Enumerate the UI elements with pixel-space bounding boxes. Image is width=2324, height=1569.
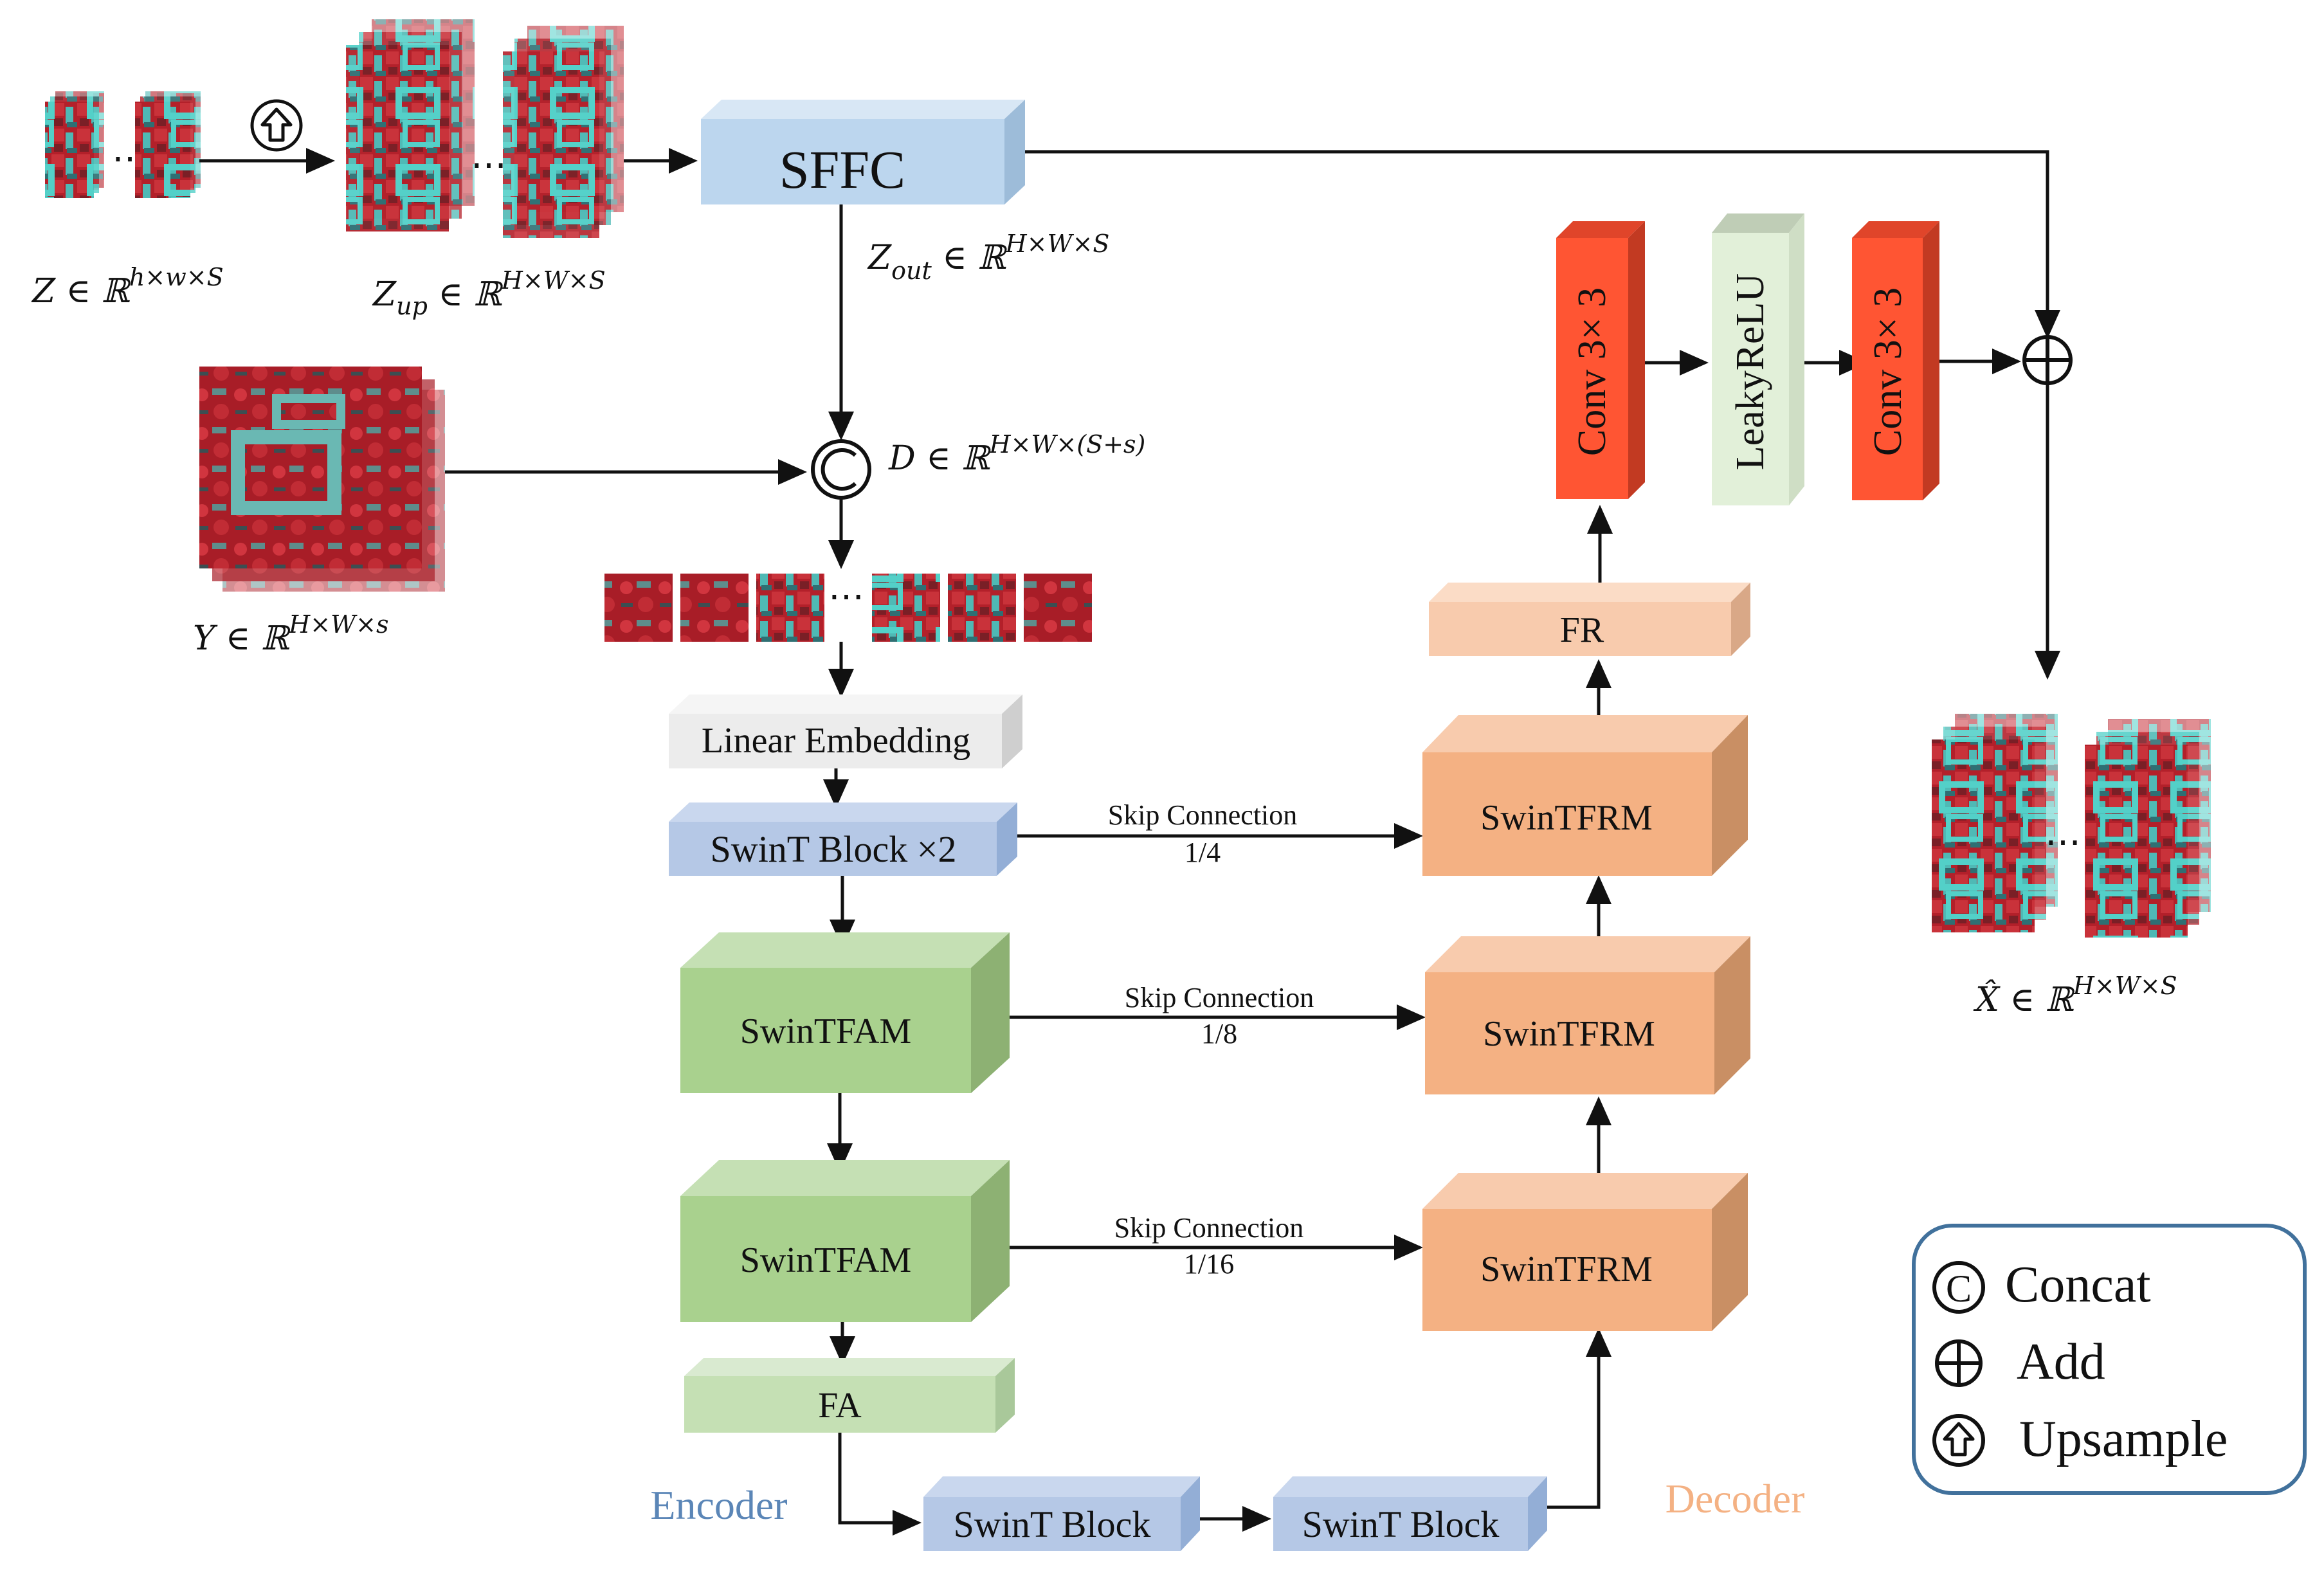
sffc-label: SFFC [779, 140, 905, 200]
conv-1-block [1556, 221, 1645, 499]
d-label: D ∈ ℝH×W×(S+s) [888, 430, 1145, 478]
legend-upsample-icon [1932, 1414, 1985, 1467]
fa-block [684, 1358, 1015, 1433]
swintfam-2-label: SwinTFAM [740, 1240, 912, 1280]
legend-add-icon [1935, 1339, 1983, 1387]
add-icon [2022, 335, 2073, 385]
z-input-stack-1 [45, 91, 104, 198]
conv-1-label: Conv 3× 3 [1570, 287, 1614, 456]
swintfrm-3-label: SwinTFRM [1480, 1249, 1653, 1289]
conv-2-block [1852, 221, 1939, 500]
conv-2-label: Conv 3× 3 [1866, 287, 1910, 456]
swint-block-x2-label: SwinT Block ×2 [711, 828, 957, 870]
z-label: Z ∈ ℝh×w×S [31, 263, 224, 311]
patch-dots: ⋯ [828, 577, 864, 617]
legend-box [1912, 1224, 2307, 1495]
legend-add-label: Add [2017, 1334, 2105, 1390]
output-stack-2 [2085, 719, 2211, 938]
zup-stack-2 [503, 26, 624, 238]
legend-concat-label: Concat [2005, 1256, 2151, 1313]
fa-label: FA [818, 1386, 862, 1426]
upsample-icon [250, 99, 303, 152]
swint-block-x2 [669, 803, 1017, 876]
swintfam-1-label: SwinTFAM [740, 1011, 912, 1051]
skip-connection-2-ratio: 1/8 [1201, 1018, 1237, 1049]
linear-embedding-block [669, 694, 1022, 768]
skip-connection-1-label: Skip Connection [1108, 799, 1298, 831]
skip-connection-1-ratio: 1/4 [1185, 837, 1221, 868]
fa-to-swint1-arrow [838, 1433, 921, 1536]
sffc-block [701, 100, 1025, 204]
fr-block [1429, 583, 1750, 656]
linear-embedding-label: Linear Embedding [702, 721, 970, 761]
zup-dots: ⋯ [471, 145, 507, 185]
decoder-label: Decoder [1666, 1476, 1805, 1521]
legend-concat-icon: C [1932, 1261, 1985, 1314]
skip-connection-3-ratio: 1/16 [1184, 1248, 1234, 1280]
leaky-relu-label: LeakyReLU [1729, 273, 1772, 470]
patch-row [604, 574, 1092, 642]
sffc-to-add-line [1025, 150, 2060, 339]
swintfrm-1-block [1422, 715, 1748, 876]
swint-block-2-label: SwinT Block [1302, 1503, 1500, 1545]
swint-block-1-label: SwinT Block [954, 1503, 1151, 1545]
skip-connection-2-label: Skip Connection [1125, 982, 1314, 1013]
leaky-relu-block [1712, 213, 1804, 505]
swintfrm-1-label: SwinTFRM [1480, 798, 1653, 838]
zup-label: Zup ∈ ℝH×W×S [372, 266, 606, 320]
output-dots: ⋯ [2045, 822, 2081, 862]
zup-stack-1 [346, 19, 475, 231]
swintfrm-2-label: SwinTFRM [1483, 1014, 1655, 1054]
swint-block-2 [1273, 1476, 1547, 1551]
y-input-image [199, 367, 445, 592]
zout-label: Zout ∈ ℝH×W×S [867, 230, 1109, 285]
svg-text:C: C [1946, 1267, 1972, 1310]
swintfrm-3-block [1422, 1173, 1748, 1331]
swint-block-1 [923, 1476, 1200, 1551]
encoder-label: Encoder [650, 1482, 787, 1528]
concat-icon [811, 439, 871, 500]
fr-label: FR [1560, 610, 1604, 650]
swintfrm-2-block [1425, 936, 1750, 1094]
swint2-to-swintfrm3-arrow [1547, 1328, 1611, 1509]
skip-connection-3-label: Skip Connection [1114, 1212, 1304, 1244]
xhat-label: X̂ ∈ ℝH×W×S [1973, 972, 2177, 1019]
swintfam-2-block [680, 1160, 1010, 1322]
z-input-stack-2 [135, 91, 201, 198]
output-stack-1 [1932, 714, 2058, 932]
swintfam-1-block [680, 932, 1010, 1093]
y-label: Y ∈ ℝH×W×s [193, 610, 388, 658]
legend-upsample-label: Upsample [2019, 1411, 2228, 1467]
